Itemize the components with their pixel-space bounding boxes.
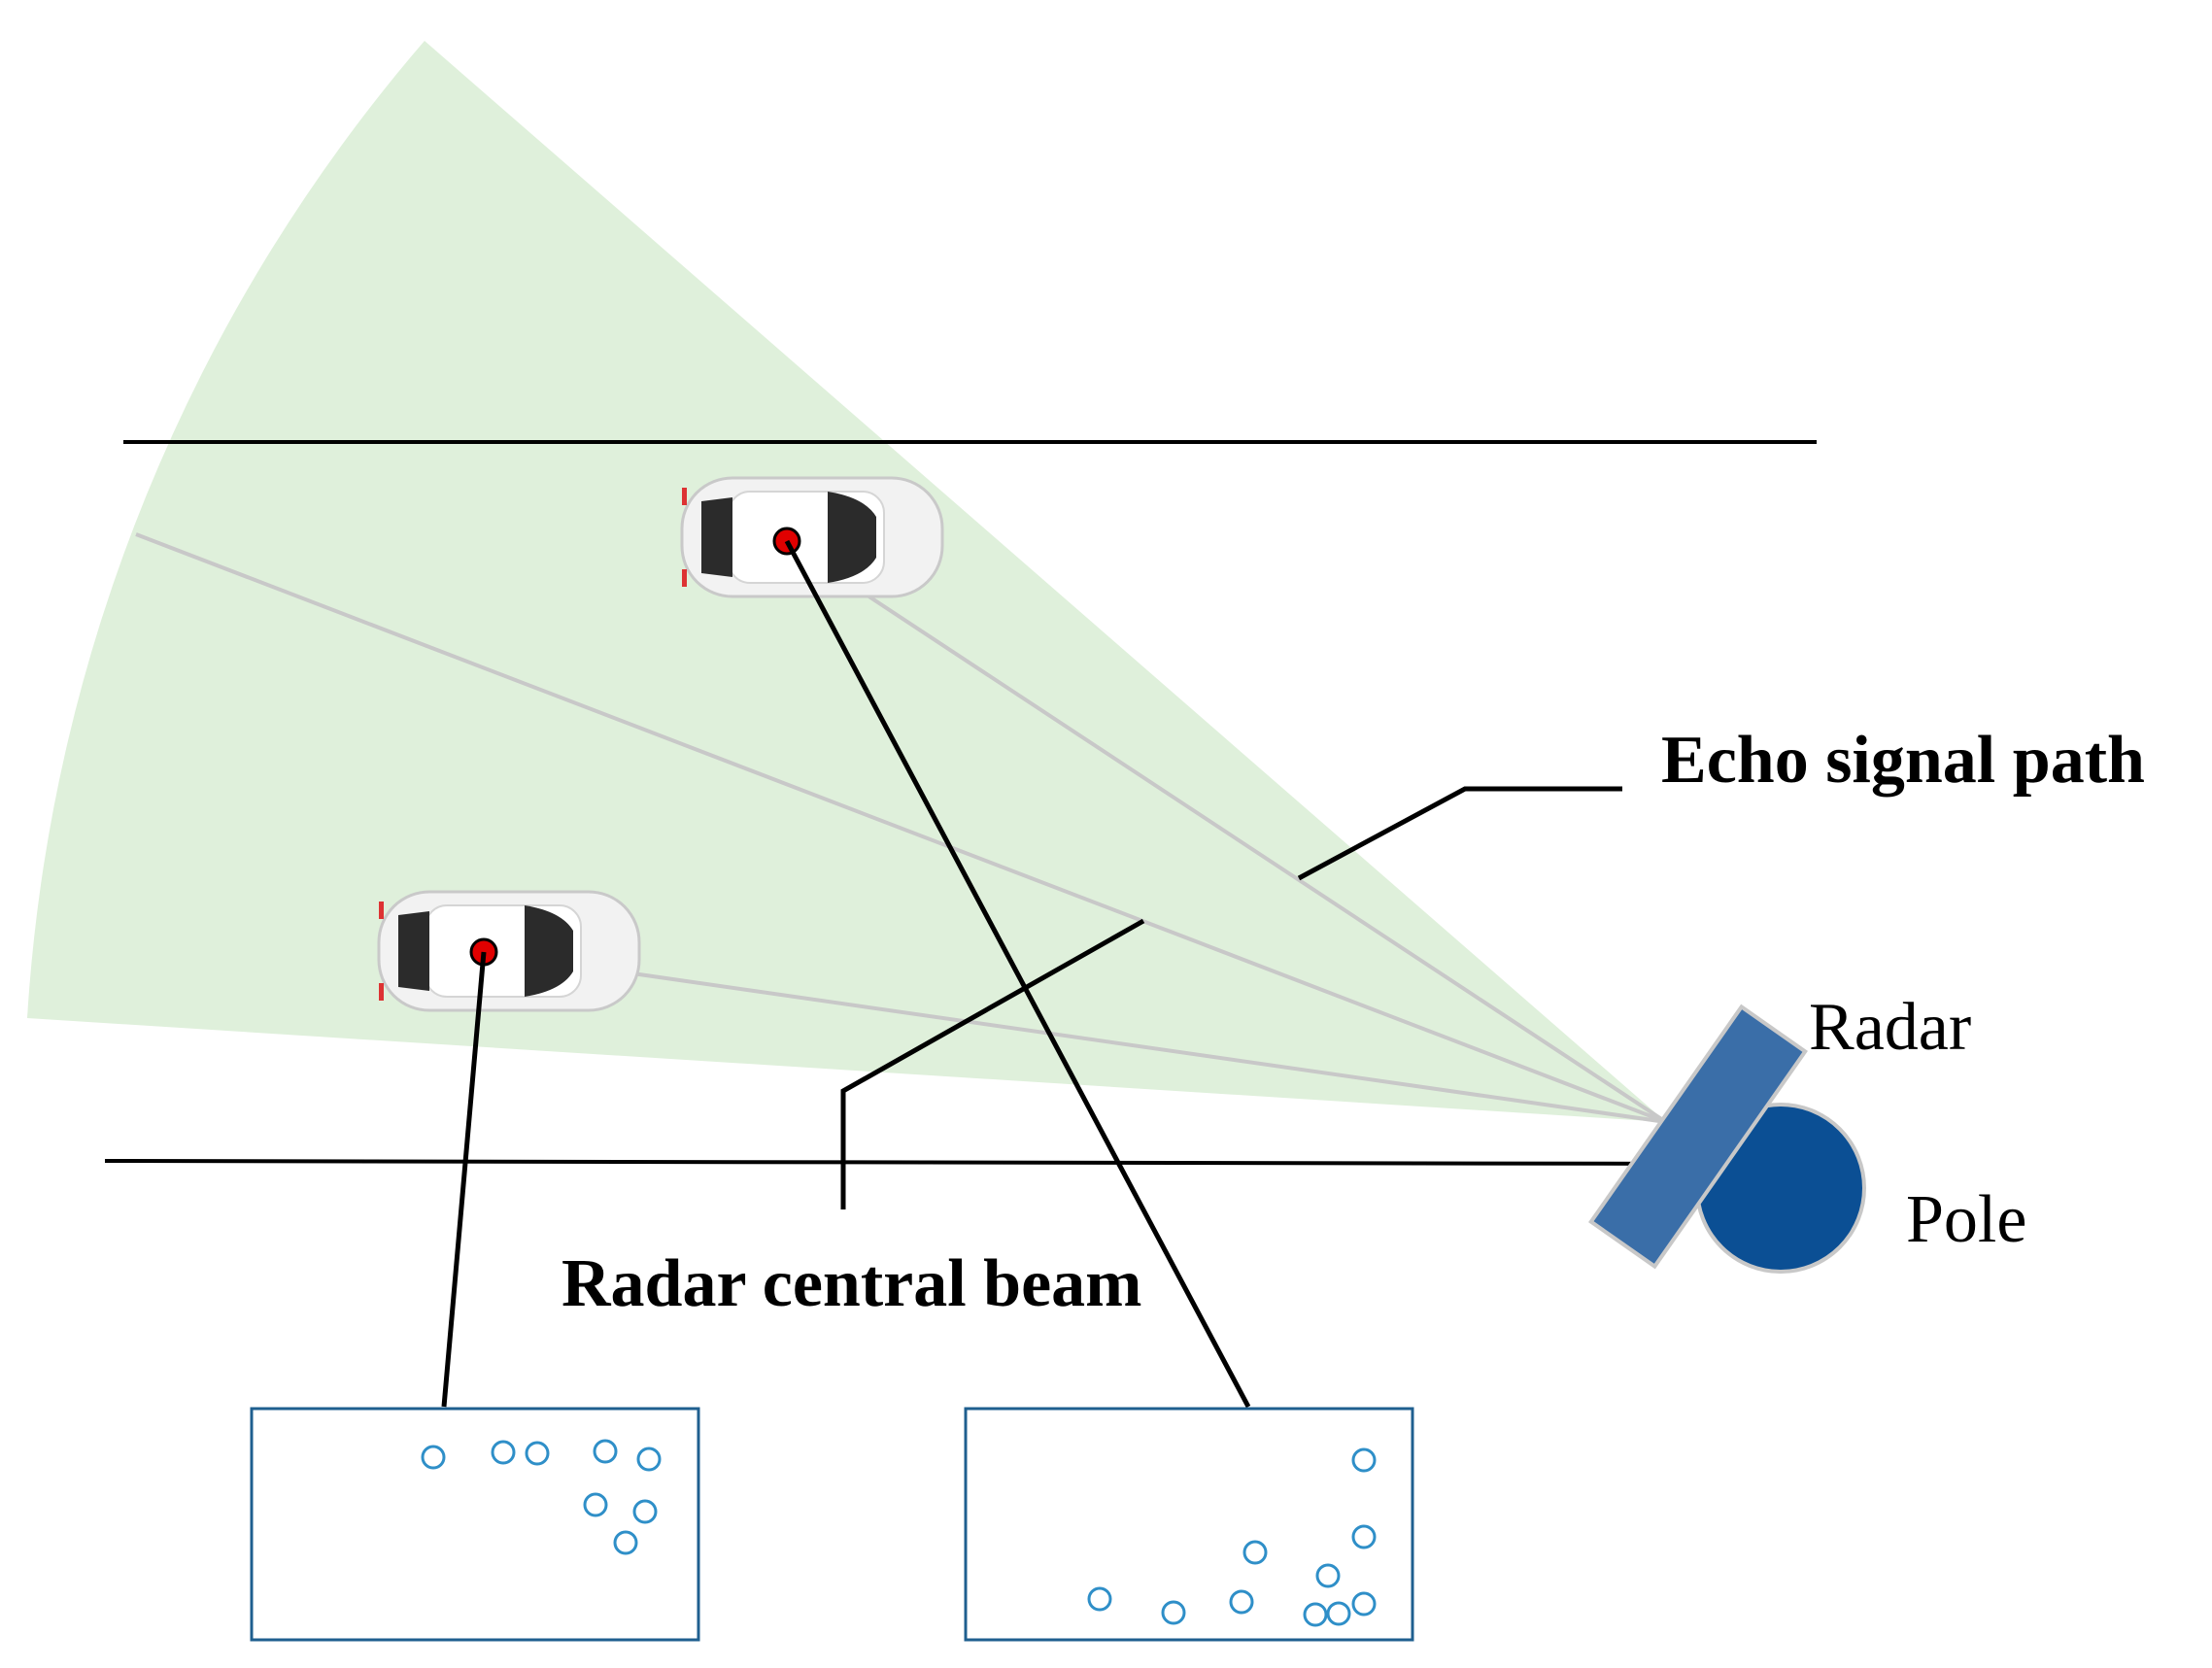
road-lower-boundary	[104, 1159, 1711, 1166]
echo-signal-path-label: Echo signal path	[1661, 723, 2145, 798]
point-marker	[1242, 1540, 1268, 1565]
point-marker	[632, 1499, 658, 1524]
point-marker	[1161, 1600, 1186, 1625]
car-rear-window	[701, 497, 732, 577]
point-marker	[593, 1439, 618, 1464]
point-marker	[636, 1447, 662, 1472]
car-rear-window	[398, 911, 429, 991]
radar-label: Radar	[1809, 990, 1971, 1065]
connector-car-1-to-right-panel	[784, 539, 1251, 1409]
point-marker	[1351, 1524, 1377, 1549]
right-panel-frame	[964, 1407, 1414, 1642]
point-marker	[1351, 1591, 1377, 1617]
point-marker	[1229, 1589, 1254, 1615]
car-windshield	[525, 905, 573, 997]
echo-signal-paths	[135, 532, 1668, 1124]
radar-sensor-icon	[1588, 1004, 1808, 1270]
left-point-cloud-panel	[250, 1407, 700, 1642]
point-marker	[525, 1441, 550, 1466]
point-marker	[1087, 1586, 1112, 1612]
point-marker	[1326, 1601, 1351, 1626]
echo-signal-path-leader	[1297, 786, 1622, 881]
car-windshield	[828, 492, 876, 583]
car-tail-light-bottom	[682, 569, 687, 587]
echo-signal-path-ray-2	[135, 532, 1667, 1124]
car-2	[377, 890, 641, 1012]
point-marker	[421, 1445, 446, 1470]
right-point-cloud-panel	[964, 1407, 1414, 1642]
right-panel-points	[1087, 1447, 1377, 1627]
point-marker	[583, 1492, 608, 1517]
connector-car-2-to-left-panel	[441, 951, 487, 1408]
point-marker	[1303, 1602, 1328, 1627]
left-panel-frame	[250, 1407, 700, 1642]
pole-label: Pole	[1906, 1182, 2026, 1257]
car-tail-light-top	[379, 902, 384, 919]
radar-central-beam-leader	[840, 918, 1145, 1209]
point-marker	[1315, 1563, 1341, 1588]
echo-signal-path-ray-1	[783, 539, 1668, 1124]
echo-signal-path-ray-3	[483, 950, 1667, 1124]
car-1	[680, 476, 944, 598]
radar-central-beam-label: Radar central beam	[562, 1246, 1142, 1321]
car-tail-light-bottom	[379, 983, 384, 1001]
car-tail-light-top	[682, 488, 687, 505]
point-marker	[613, 1530, 638, 1555]
left-panel-points	[421, 1439, 662, 1555]
point-marker	[1351, 1447, 1377, 1473]
point-marker	[491, 1440, 516, 1465]
